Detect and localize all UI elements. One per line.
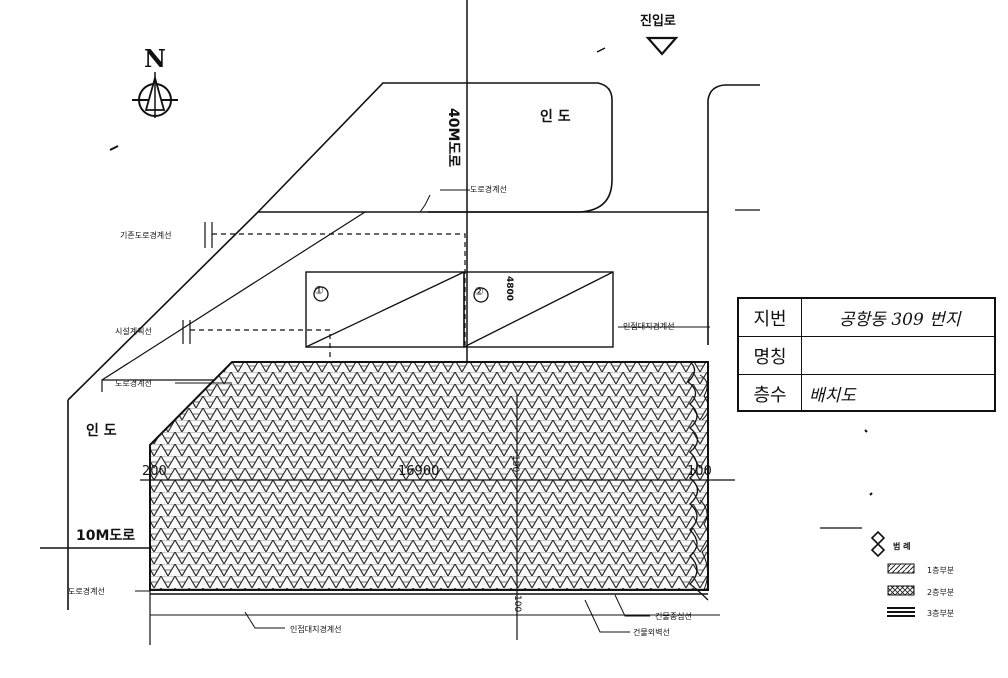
road-10m-label: 10M도로 [76,528,136,544]
north-label: N [144,44,166,73]
legend-label-3: 3층부분 [927,609,955,618]
road-boundary-bottom-left-label: 도로경계선 [68,587,105,596]
road-40m-label: 40M도로 [445,108,461,168]
legend-swatch-2 [887,585,915,596]
info-row-floors: 층수 배치도 [739,375,994,412]
shrub-edge [686,361,709,601]
dim-left-label: 200 [142,464,167,479]
info-row-lot-number: 지번 공항동 309 번지 [739,299,994,337]
legend-key-icon [870,530,886,558]
info-table: 지번 공항동 309 번지 명칭 층수 배치도 [737,297,996,412]
road-boundary-top-label: 도로경계선 [470,185,507,194]
legend-swatch-1 [887,563,915,574]
info-row-name: 명칭 [739,337,994,375]
entrance-arrow-icon [645,36,679,56]
right-road-edge [707,84,760,345]
parking-block-2 [463,271,614,348]
building-center-line-label: 건물중심선 [655,612,692,621]
dim-center-label: 100 [510,455,520,473]
sidewalk-top-outline [257,82,613,213]
info-value-floors: 배치도 [809,386,856,406]
dim-width-label: 16900 [398,464,440,479]
info-head-name: 명칭 [739,337,802,374]
north-arrow-icon [132,72,178,118]
dim-right-label: 100 [687,464,712,479]
sidewalk-top-label: 인 도 [540,109,571,125]
info-head-floors: 층수 [739,375,802,412]
road-boundary-left-label: 도로경계선 [115,379,152,388]
info-value-lot-number: 공항동 309 번지 [839,310,961,330]
adjacent-land-line-right-label: 인접대지경계선 [623,322,675,331]
legend-title: 범 례 [893,542,911,551]
planned-line-label: 시설계획선 [115,327,152,336]
adjacent-land-line-bottom-label: 인접대지경계선 [290,625,342,634]
legend-swatch-3 [887,607,915,617]
info-head-lot-number: 지번 [739,299,802,336]
building-outer-line-label: 건물외벽선 [633,628,670,637]
dashed-building-line [190,233,466,360]
marker-2-label: ② [474,285,484,298]
dim-vertical-label: 100 [512,595,522,613]
legend-label-1: 1층부분 [927,566,955,575]
legend-label-2: 2층부분 [927,588,955,597]
site-boundary-outer [67,211,708,610]
dim-height-label: 4800 [504,276,514,302]
existing-building-line-label: 기존도로경계선 [120,231,172,240]
marker-1-label: ① [314,284,324,297]
sidewalk-left-label: 인 도 [86,423,117,439]
entrance-road-label: 진입로 [640,14,676,29]
